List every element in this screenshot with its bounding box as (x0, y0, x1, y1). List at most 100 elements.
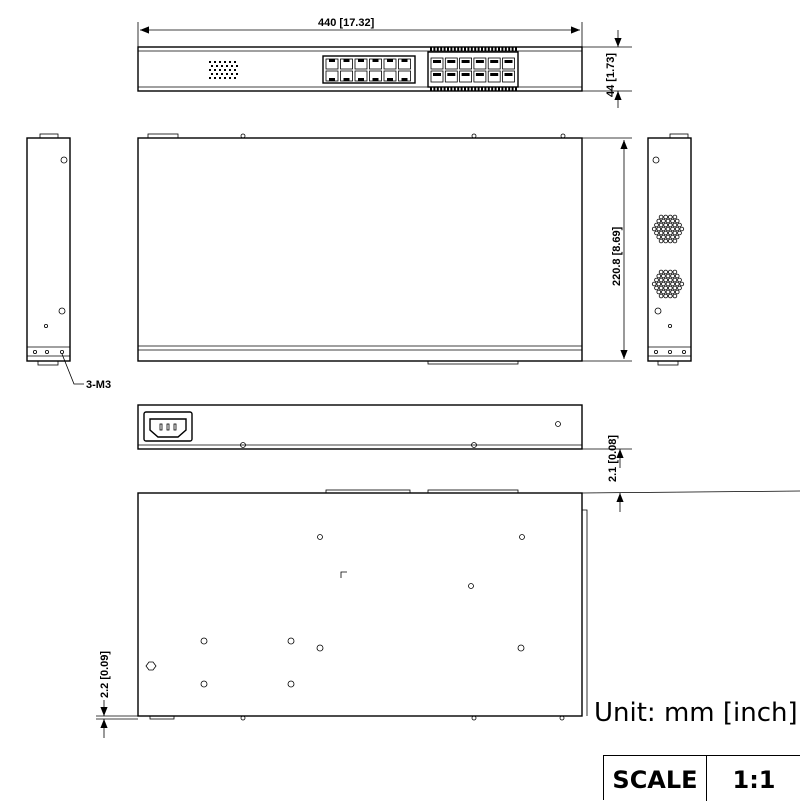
sfp-led-tick (504, 47, 507, 51)
front-view (137, 46, 583, 92)
fan-hole (665, 289, 671, 295)
sfp-led-tick (443, 47, 446, 51)
bottom-view (137, 489, 800, 721)
screw-callout-label: 3-M3 (86, 379, 111, 391)
sfp-port (444, 57, 458, 70)
fan-hole (663, 238, 668, 244)
sfp-led-tick (515, 47, 517, 51)
sfp-slot (490, 73, 499, 76)
vent-dot (234, 61, 236, 63)
rj45-latch (358, 59, 364, 62)
fan-hole (658, 230, 664, 236)
sfp-led-tick (453, 47, 456, 51)
rj45-latch (358, 78, 364, 81)
fan-hole (658, 238, 664, 244)
rj45-latch (329, 78, 335, 81)
sfp-slot (504, 73, 513, 76)
fan-hole (665, 218, 671, 224)
sfp-led-tick (477, 87, 480, 91)
rj45-latch (343, 59, 350, 62)
fan-hole (670, 281, 675, 287)
sfp-led-tick (436, 87, 439, 91)
unit-label: Unit: mm [inch] (594, 698, 798, 728)
sfp-led-tick (474, 47, 477, 51)
fan-hole (656, 289, 662, 295)
vent-dots (209, 61, 238, 79)
fan-hole (674, 281, 680, 287)
fan-hole (656, 273, 662, 279)
vent-dot (216, 73, 218, 75)
sfp-led-tick (457, 47, 460, 51)
sfp-led-tick (498, 47, 500, 51)
fan-hole (658, 269, 664, 275)
vent-dot (224, 61, 226, 63)
sfp-led-tick (467, 47, 470, 51)
fan-hole (672, 230, 678, 236)
sfp-port (444, 70, 458, 83)
sfp-port (459, 70, 473, 83)
fan-hole (674, 218, 680, 224)
fan-hole (663, 222, 668, 228)
fan-hole (677, 230, 682, 236)
fan-hole (661, 281, 666, 287)
fan-hole (661, 289, 666, 295)
top-view (137, 133, 583, 365)
sfp-port (502, 57, 515, 70)
vent-dot (224, 77, 226, 79)
fan-hole (663, 230, 668, 236)
fan-hole (658, 214, 664, 220)
sfp-led-tick (511, 47, 514, 51)
sfp-led-tick (498, 87, 500, 91)
sfp-led-tick (433, 87, 436, 91)
sfp-port (473, 70, 487, 83)
left-side-view: 3-M3 (26, 133, 111, 391)
fan-hole (661, 226, 666, 232)
sfp-led-tick (511, 87, 514, 91)
vent-dot (229, 77, 231, 79)
fan-hole (656, 226, 662, 232)
fan-hole (665, 273, 671, 279)
fan-hole (674, 273, 680, 279)
fan-hole (663, 293, 668, 299)
bottom-offset-label: 2.2 [0.09] (99, 651, 111, 698)
fan-hole (656, 281, 662, 287)
sfp-led-tick (440, 87, 443, 91)
fan-hole (667, 214, 673, 220)
fan-hole (670, 226, 675, 232)
sfp-led-tick (430, 47, 432, 51)
fan-hole (665, 226, 671, 232)
sfp-slot (433, 73, 441, 76)
scale-label: SCALE (604, 756, 707, 801)
sfp-led-tick (467, 87, 470, 91)
sfp-led-tick (487, 87, 490, 91)
fan-hole (651, 281, 657, 287)
fan-hole (677, 222, 682, 228)
vent-dot (221, 65, 223, 67)
fan-hole (654, 277, 659, 283)
fan-hole (667, 222, 673, 228)
vent-dot (211, 65, 213, 67)
sfp-led-tick (477, 47, 480, 51)
sfp-slot (475, 73, 484, 76)
fan-hole (679, 281, 685, 287)
width-dimension: 440 [17.32] (137, 17, 583, 47)
rj45-latch (343, 78, 350, 81)
fan-hole (663, 277, 668, 283)
power-inlet-icon (149, 418, 187, 438)
sfp-port (459, 57, 473, 70)
sfp-slot (447, 60, 456, 63)
fan-hole (677, 285, 682, 291)
front-height-dimension: 44 [1.73] (582, 30, 632, 108)
vent-dot (216, 65, 218, 67)
vent-dot (224, 69, 226, 71)
sfp-led-tick (460, 47, 463, 51)
sfp-led-tick (487, 47, 490, 51)
fan-hole (670, 273, 675, 279)
vent-dot (209, 61, 211, 63)
vent-dot (214, 61, 216, 63)
sfp-led-tick (460, 87, 463, 91)
sfp-port (487, 70, 501, 83)
fan-hole (661, 234, 666, 240)
rear-offset-dimension: 2.1 [0.08] (582, 435, 632, 512)
sfp-led-tick (501, 47, 504, 51)
